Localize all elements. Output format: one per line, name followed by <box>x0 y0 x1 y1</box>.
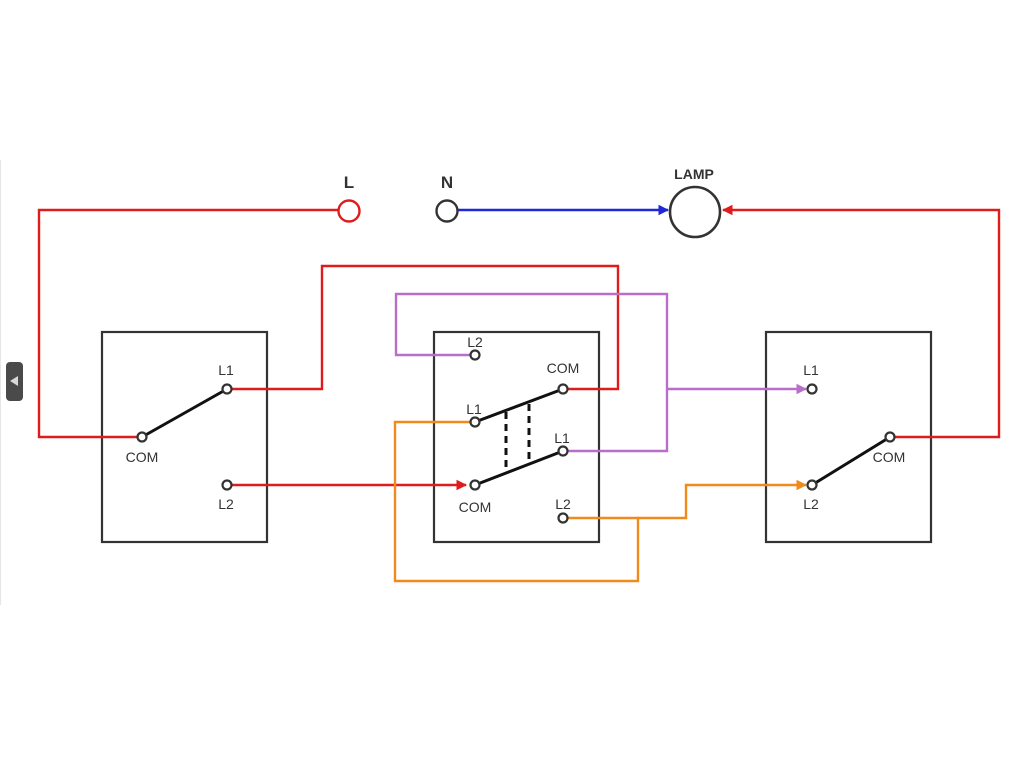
left-l1-terminal <box>221 383 233 395</box>
middle-l1-right-terminal <box>557 445 569 457</box>
right-l1-label: L1 <box>803 362 819 378</box>
right-l2-label: L2 <box>803 496 819 512</box>
neutral-terminal <box>435 199 459 223</box>
middle-com-top-label: COM <box>547 360 580 376</box>
wire-middle-l1-left-to-l2-bottom <box>393 420 640 583</box>
left-l1-label: L1 <box>218 362 234 378</box>
chevron-left-icon <box>10 376 18 386</box>
right-com-terminal <box>884 431 896 443</box>
switch-lever-right <box>810 435 892 487</box>
switch-lever-middle-top <box>473 387 565 424</box>
live-label: L <box>344 173 354 192</box>
right-l2-terminal <box>806 479 818 491</box>
switch-lever-middle-bottom <box>473 449 565 487</box>
neutral-label: N <box>441 173 453 192</box>
lamp-label: LAMP <box>674 166 714 182</box>
middle-l1-left-label: L1 <box>466 401 482 417</box>
live-terminal <box>337 199 361 223</box>
middle-com-top-terminal <box>557 383 569 395</box>
wire-live-to-left-com <box>37 208 338 439</box>
switch-box-middle <box>432 330 601 544</box>
switch-lever-left <box>140 387 229 439</box>
lamp-symbol <box>668 185 722 239</box>
middle-l1-right-label: L1 <box>554 430 570 446</box>
middle-l1-left-terminal <box>469 416 481 428</box>
right-com-label: COM <box>873 449 906 465</box>
wire-left-l1-to-middle-com <box>227 264 620 391</box>
middle-l2-top-label: L2 <box>467 334 483 350</box>
left-com-label: COM <box>126 449 159 465</box>
left-l2-label: L2 <box>218 496 234 512</box>
wire-right-com-to-lamp <box>721 204 1001 439</box>
middle-com-bottom-label: COM <box>459 499 492 515</box>
right-l1-terminal <box>806 383 818 395</box>
left-edge-line <box>0 160 1 605</box>
middle-l2-bottom-terminal <box>557 512 569 524</box>
middle-l2-top-terminal <box>469 349 481 361</box>
left-com-terminal <box>136 431 148 443</box>
collapse-panel-handle[interactable] <box>6 362 23 401</box>
wire-orange-to-right-l2 <box>638 479 808 520</box>
wire-middle-l2-top-to-l1-right <box>394 292 669 453</box>
left-l2-terminal <box>221 479 233 491</box>
middle-l2-bottom-label: L2 <box>555 496 571 512</box>
middle-com-bottom-terminal <box>469 479 481 491</box>
